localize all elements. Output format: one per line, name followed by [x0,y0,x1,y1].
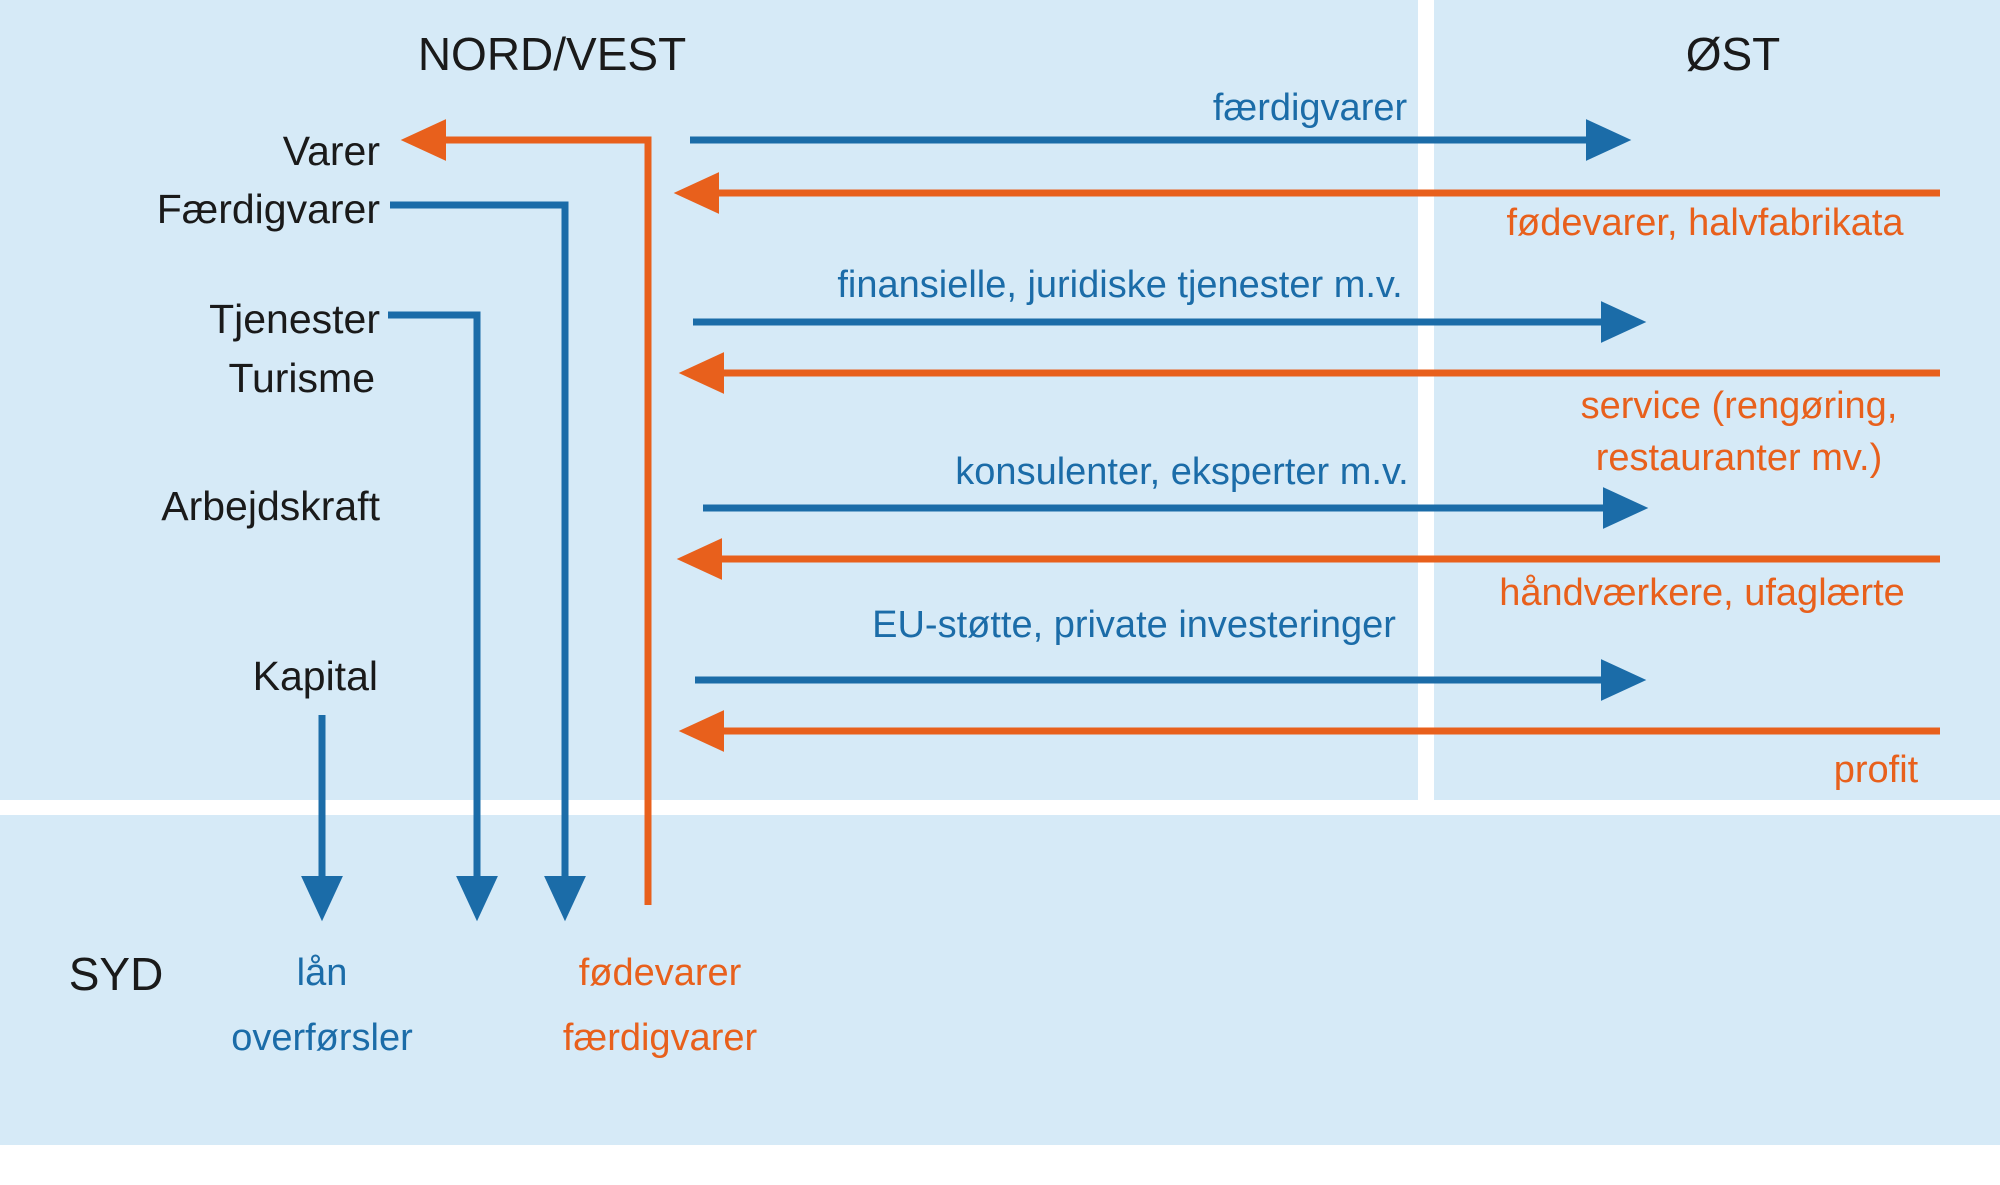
flow-labour-outbound: konsulenter, eksperter m.v. [703,451,1649,529]
region-title-syd: SYD [69,948,164,1000]
flow-goods-outbound: færdigvarer [690,87,1632,161]
region-title-oest: ØST [1686,28,1781,80]
flow-services-inbound: service (rengøring, restauranter mv.) [678,352,1940,479]
arrow-orange-south-to-varer [400,119,652,905]
flow-goods-inbound: fødevarer, halvfabrikata [673,172,1940,244]
category-label-faerdigvarer: Færdigvarer [157,186,380,232]
flow-labour-inbound: håndværkere, ufaglærte [676,538,1940,614]
category-label-varer: Varer [283,128,380,174]
vertical-divider [1418,0,1434,812]
category-label-tjenester: Tjenester [209,296,380,342]
flow-label-services-outbound: finansielle, juridiske tjenester m.v. [837,264,1402,306]
south-label-laan: lån [297,952,348,994]
flow-label-services-inbound-line2: restauranter mv.) [1596,437,1882,479]
flow-capital-outbound: EU-støtte, private investeringer [695,604,1647,701]
flow-label-capital-inbound: profit [1834,749,1919,791]
arrow-blue-south-services [388,311,498,922]
flow-services-outbound: finansielle, juridiske tjenester m.v. [693,264,1647,343]
flow-capital-inbound: profit [678,710,1940,791]
category-label-turisme: Turisme [228,355,375,401]
south-label-foedevarer: fødevarer [579,952,742,994]
flow-label-services-inbound-line1: service (rengøring, [1581,385,1898,427]
south-label-overfoersler: overførsler [231,1017,413,1059]
south-label-faerdigvarer: færdigvarer [563,1017,758,1059]
category-label-kapital: Kapital [253,653,378,699]
horizontal-divider [0,800,2000,815]
flow-label-labour-inbound: håndværkere, ufaglærte [1499,572,1905,614]
flow-label-goods-outbound: færdigvarer [1213,87,1408,129]
flow-label-goods-inbound: fødevarer, halvfabrikata [1506,202,1904,244]
category-label-arbejdskraft: Arbejdskraft [161,483,380,529]
arrow-blue-south-goods [390,201,586,922]
flow-label-capital-outbound: EU-støtte, private investeringer [872,604,1396,646]
region-title-nordvest: NORD/VEST [418,28,686,80]
flow-label-labour-outbound: konsulenter, eksperter m.v. [955,451,1408,493]
